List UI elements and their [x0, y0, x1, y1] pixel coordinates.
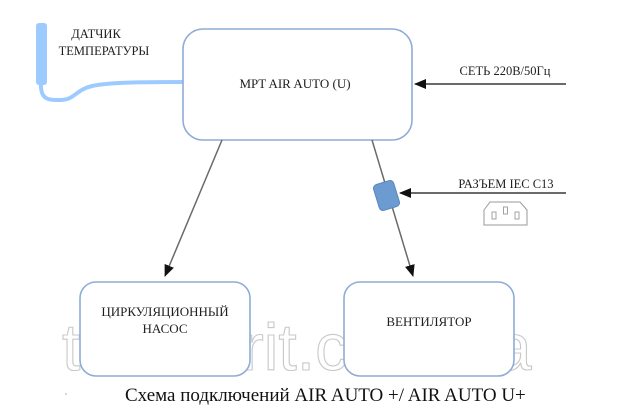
diagram-caption: Схема подключений AIR AUTO +/ AIR AUTO U… — [125, 385, 526, 406]
pump-arrow — [164, 139, 223, 277]
temperature-sensor — [36, 23, 186, 103]
sensor-label-line-2: ТЕМПЕРАТУРЫ — [59, 44, 150, 58]
pump-label-line-2: НАСОС — [142, 321, 187, 336]
sensor-label-line-1: ДАТЧИК — [71, 27, 121, 41]
fan-label: ВЕНТИЛЯТОР — [386, 314, 471, 329]
iec-connector-block — [373, 180, 400, 211]
iec-c13-socket-icon — [483, 201, 528, 226]
pump-label-line-1: ЦИРКУЛЯЦИОННЫЙ — [101, 304, 228, 319]
sensor-probe-icon — [36, 23, 47, 85]
pump-box — [79, 281, 251, 377]
controller-box — [182, 28, 413, 141]
controller-label: MPT AIR AUTO (U) — [239, 76, 350, 91]
stray-dot — [65, 393, 67, 395]
mains-label: СЕТЬ 220В/50Гц — [460, 64, 551, 78]
connector-label: РАЗЪЕМ IEC C13 — [458, 177, 553, 191]
fan-box — [343, 281, 515, 377]
sensor-cable — [38, 80, 186, 103]
